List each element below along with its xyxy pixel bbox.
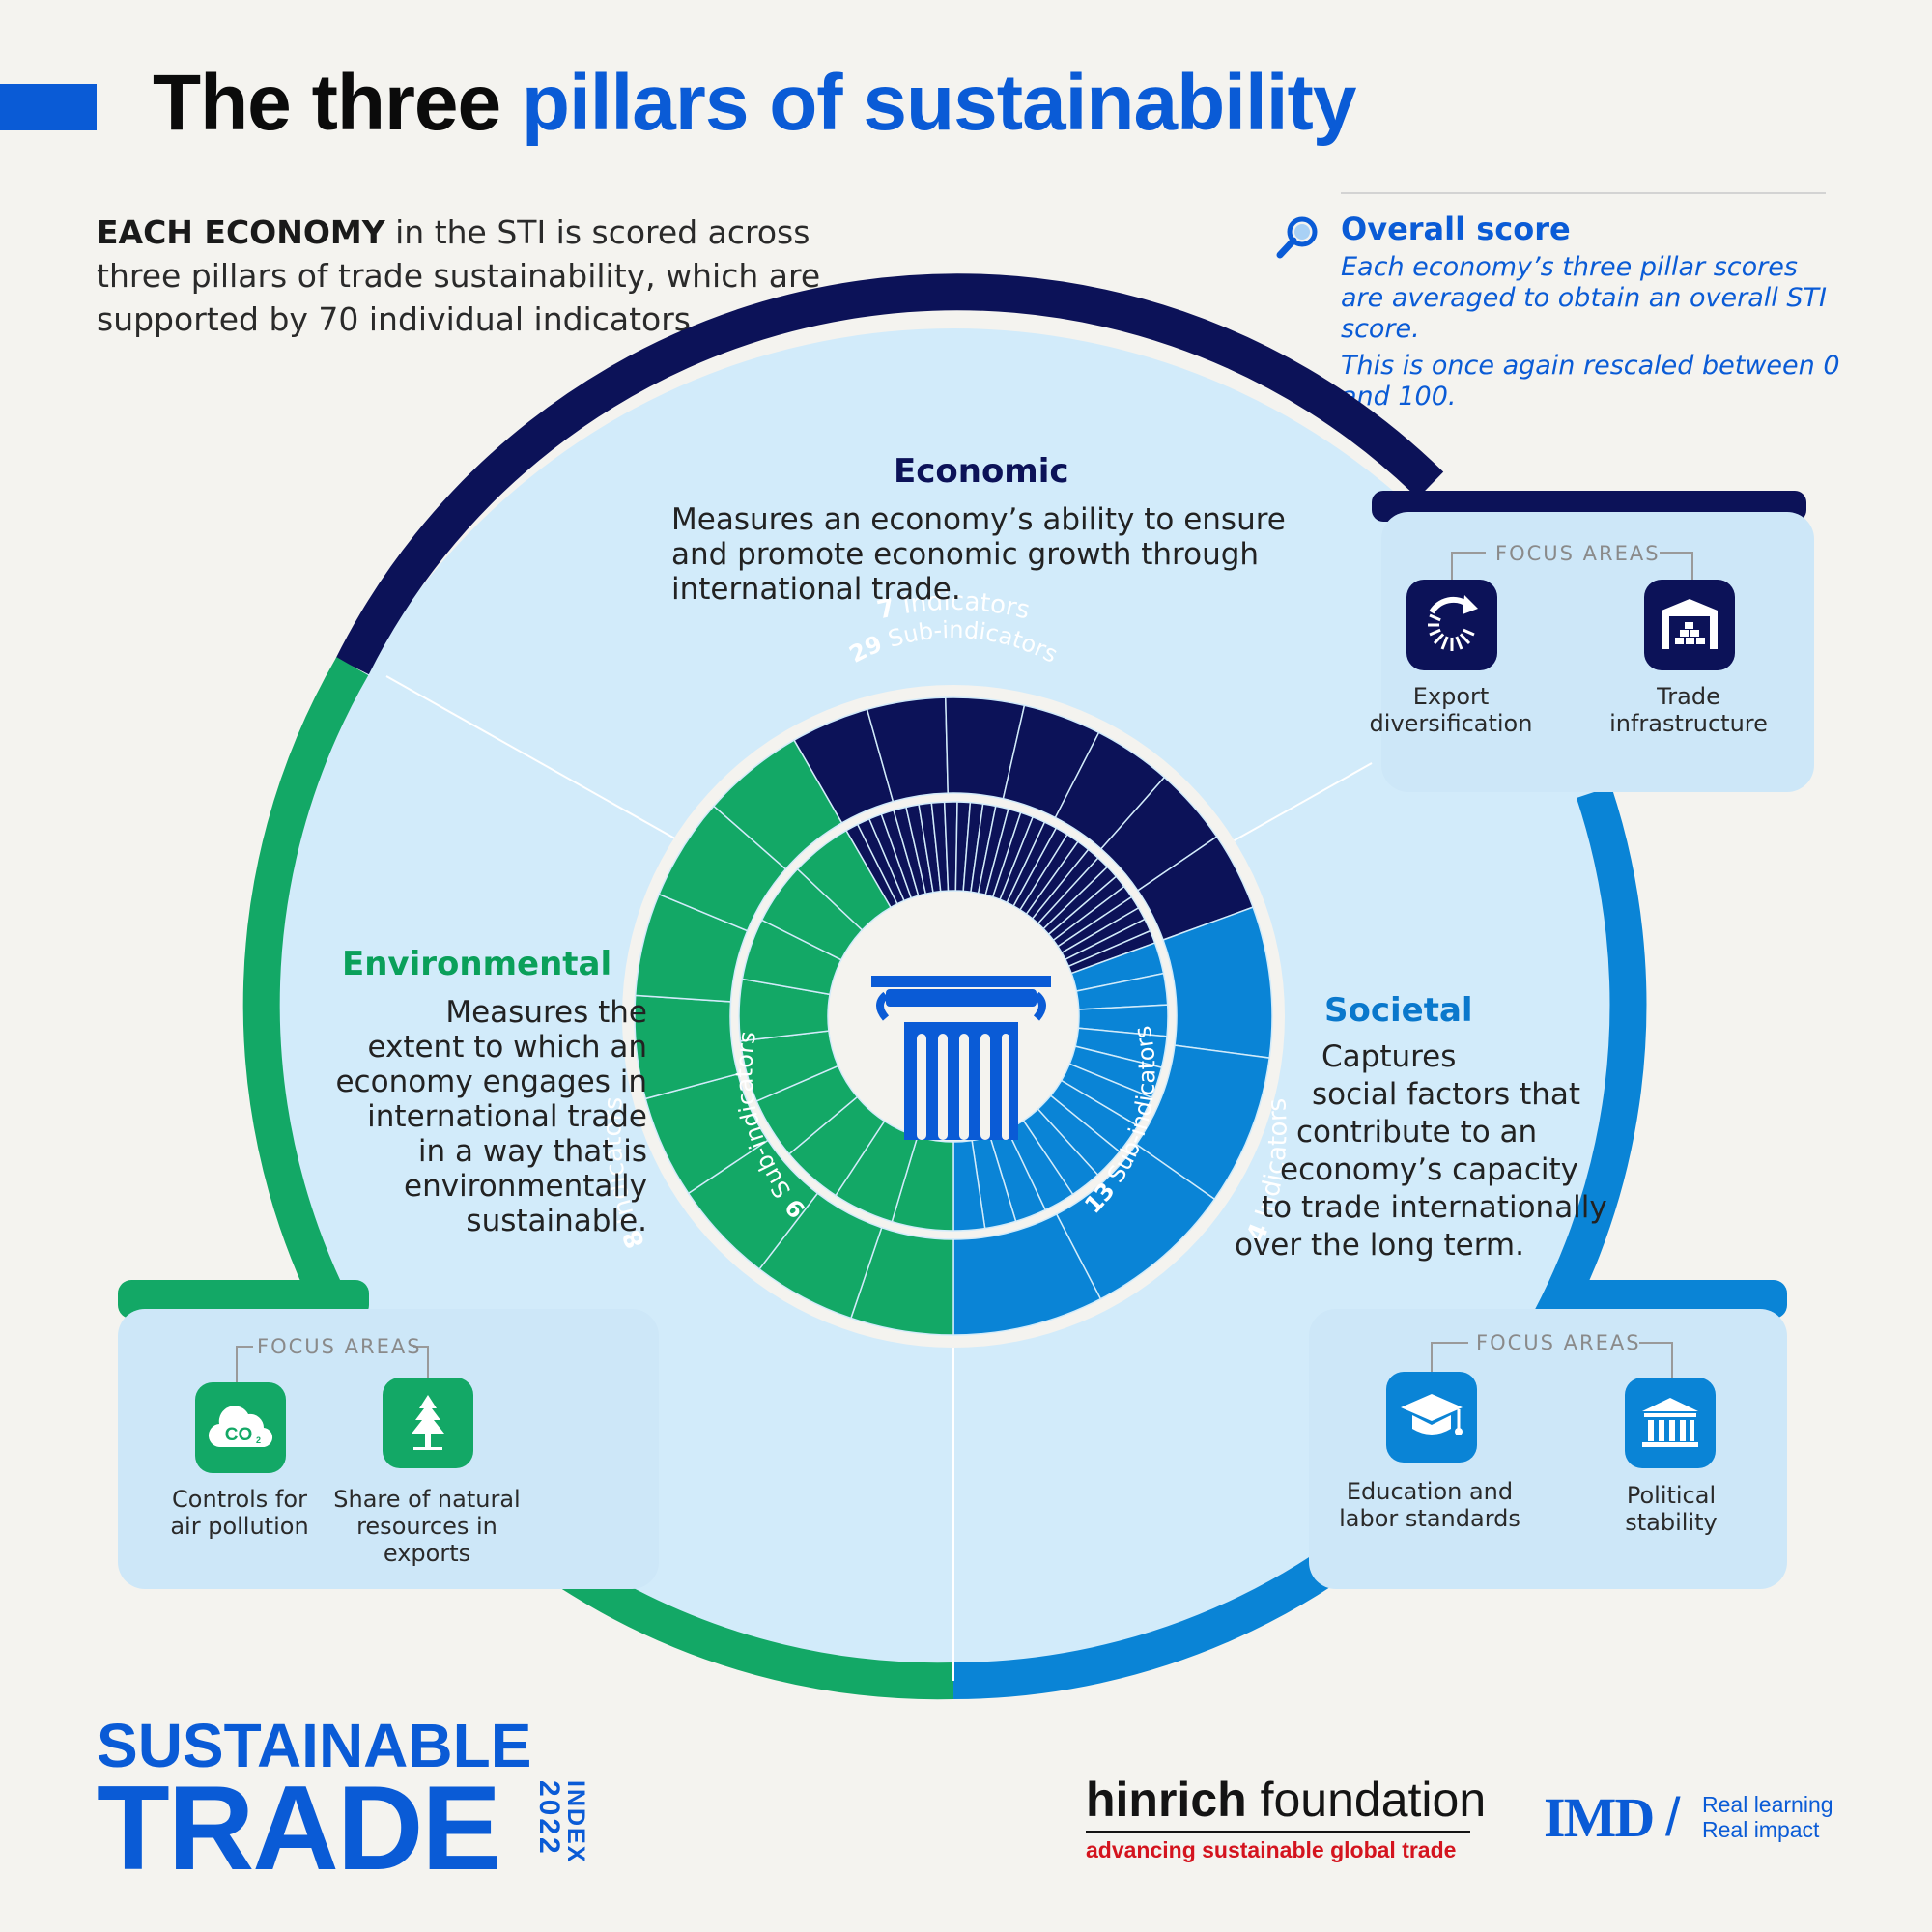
indicator-wheel: [634, 696, 1273, 1336]
trade-infrastructure-label: Trade infrastructure: [1609, 683, 1768, 737]
magnifier-icon: [1276, 216, 1318, 259]
education-labor-label: Education and labor standards: [1339, 1478, 1520, 1532]
brand-index-year: INDEX 2022: [533, 1780, 589, 1864]
societal-title: Societal: [1324, 991, 1473, 1030]
divider-line: [385, 675, 696, 851]
societal-focus-areas-label: FOCUS AREAS: [1476, 1331, 1641, 1354]
environmental-title: Environmental: [342, 945, 612, 983]
export-diversification-icon: [1406, 580, 1497, 670]
pillar-column-icon: [871, 976, 1051, 1140]
svg-text:CO: CO: [225, 1425, 253, 1445]
environmental-focus-areas-label: FOCUS AREAS: [257, 1335, 422, 1358]
economic-outer-ring: [335, 273, 1444, 675]
page-title: The three pillars of sustainability: [153, 59, 1356, 147]
government-building-icon: [1625, 1378, 1716, 1468]
divider-line: [1216, 762, 1373, 851]
brand-sustainable: SUSTAINABLE: [97, 1711, 532, 1780]
hinrich-foundation-logo: hinrich foundation: [1086, 1773, 1487, 1827]
economic-focus-areas-label: FOCUS AREAS: [1495, 542, 1661, 565]
environmental-indicator-segment: [712, 739, 843, 870]
environmental-focus-bracket: [236, 1346, 429, 1383]
title-accent-bar: [0, 84, 97, 130]
overall-divider: [1341, 192, 1826, 194]
warehouse-icon: [1644, 580, 1735, 670]
environmental-description: Measures the extent to which an economy …: [335, 995, 647, 1238]
air-pollution-label: Controls for air pollution: [170, 1486, 309, 1540]
svg-text:2: 2: [256, 1435, 261, 1445]
hinrich-tagline: advancing sustainable global trade: [1086, 1837, 1457, 1862]
co2-cloud-icon: CO 2: [195, 1382, 286, 1473]
economic-title: Economic: [894, 452, 1069, 491]
societal-focus-bracket: [1431, 1342, 1673, 1379]
overall-score-text: Each economy’s three pillar scores are a…: [1341, 252, 1840, 412]
intro-text: EACH ECONOMY in the STI is scored across…: [97, 213, 821, 338]
brand-trade: TRADE: [97, 1762, 501, 1895]
export-diversification-label: Export diversification: [1369, 683, 1533, 737]
hinrich-rule: [1086, 1831, 1470, 1833]
imd-logo: IMD: [1544, 1786, 1655, 1849]
imd-slash: /: [1665, 1786, 1681, 1847]
tree-icon: [383, 1378, 473, 1468]
natural-resources-label: Share of natural resources in exports: [333, 1486, 521, 1567]
economic-focus-bracket: [1451, 552, 1693, 582]
economic-description: Measures an economy’s ability to ensure …: [671, 502, 1286, 607]
imd-tagline: Real learning Real impact: [1702, 1792, 1833, 1842]
political-stability-label: Political stability: [1625, 1482, 1718, 1536]
environmental-subindicator-segment: [796, 829, 893, 931]
societal-description: Captures social factors that contribute …: [1235, 1039, 1607, 1263]
overall-score-title: Overall score: [1341, 211, 1571, 247]
graduation-cap-icon: [1386, 1372, 1477, 1463]
